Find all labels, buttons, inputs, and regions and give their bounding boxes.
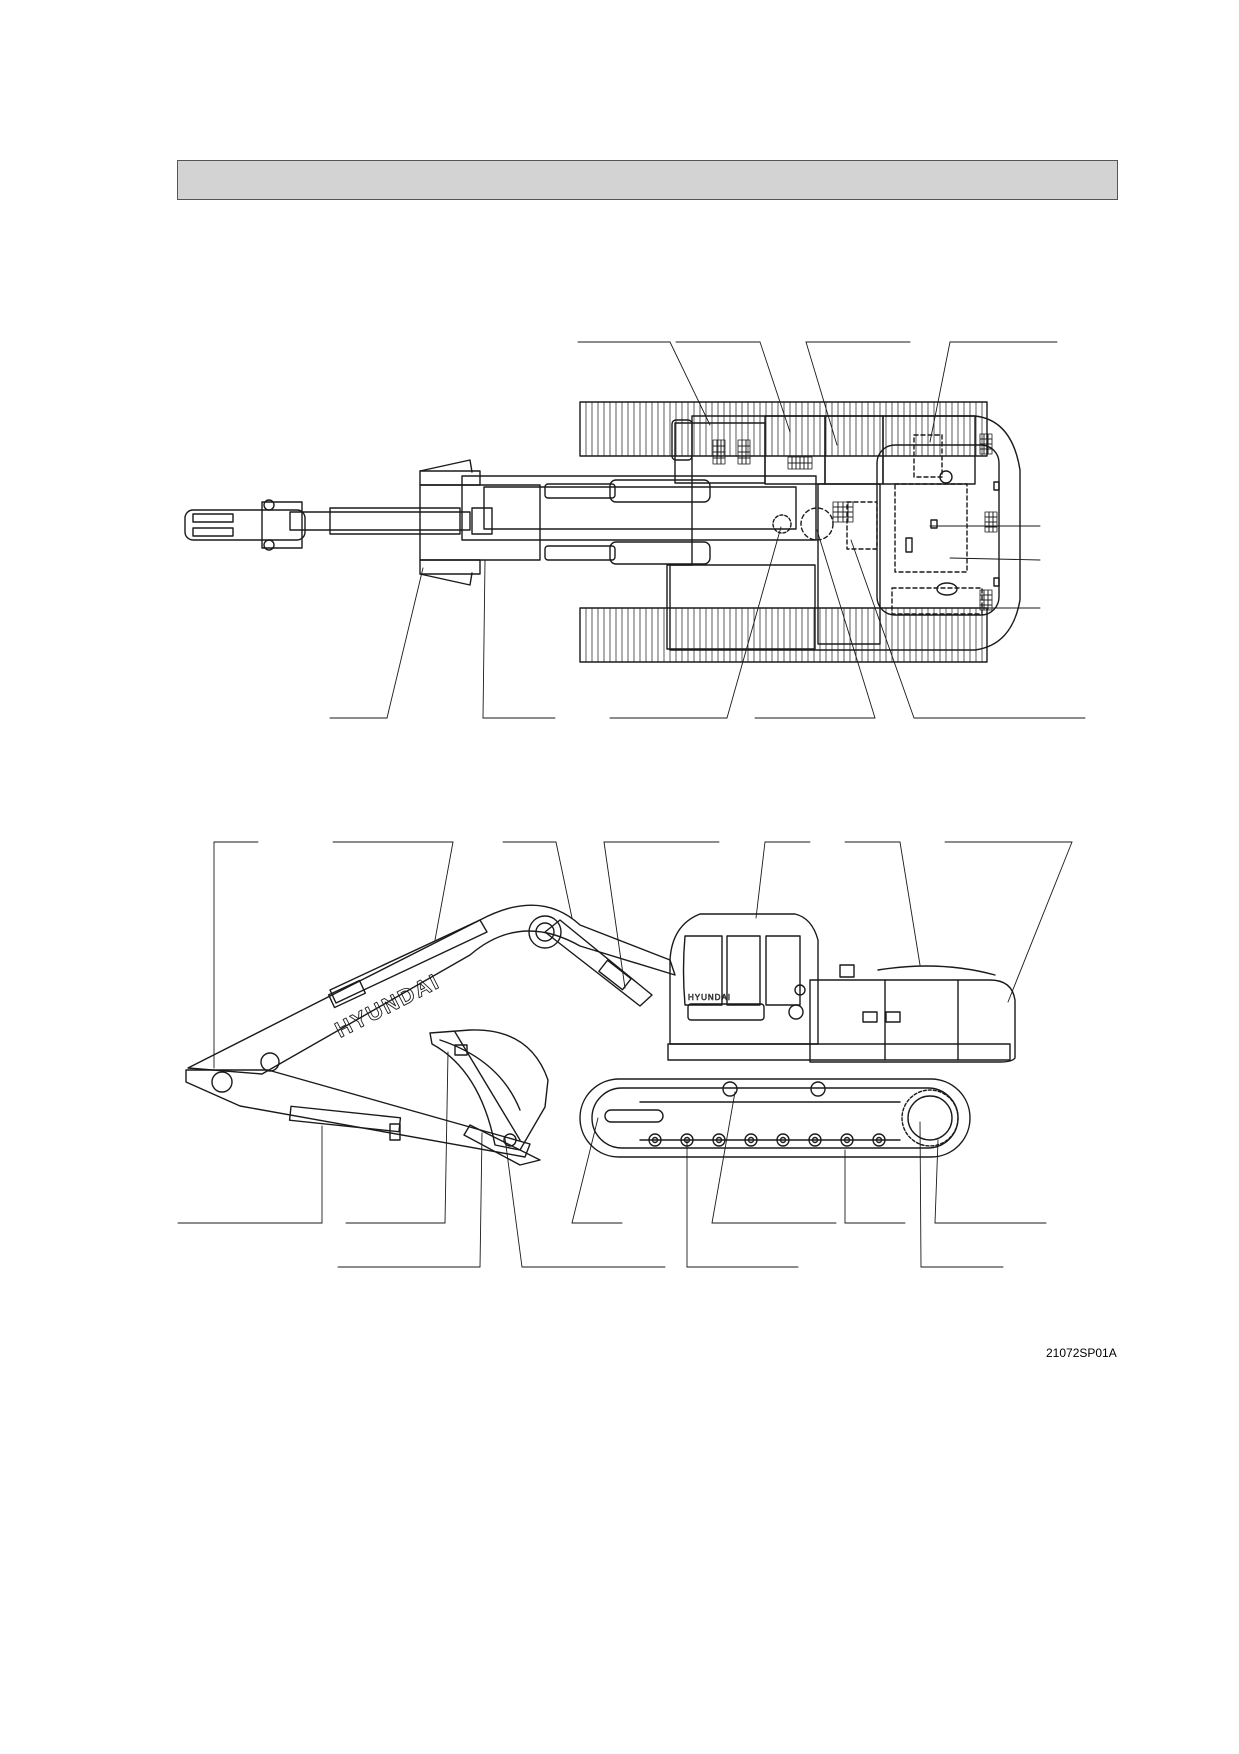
cab-brand-text: HYUNDAI bbox=[688, 993, 731, 1002]
top-leader-lines bbox=[329, 341, 1086, 719]
side-leader-lines bbox=[177, 841, 1073, 1268]
top-boom-assembly bbox=[184, 459, 817, 586]
top-track-lower bbox=[579, 607, 988, 663]
top-grilles bbox=[712, 433, 998, 611]
top-upper-structure bbox=[666, 415, 1021, 651]
figure-code: 21072SP01A bbox=[1046, 1346, 1117, 1360]
side-view bbox=[177, 841, 1073, 1268]
section-header-bar bbox=[177, 160, 1118, 200]
side-crawler bbox=[579, 1078, 971, 1158]
side-boom bbox=[187, 904, 676, 1075]
top-view bbox=[184, 341, 1086, 719]
side-arm bbox=[185, 1069, 531, 1158]
side-upper-structure bbox=[667, 913, 1016, 1063]
side-bucket bbox=[429, 1029, 549, 1166]
top-track-upper bbox=[579, 401, 988, 457]
